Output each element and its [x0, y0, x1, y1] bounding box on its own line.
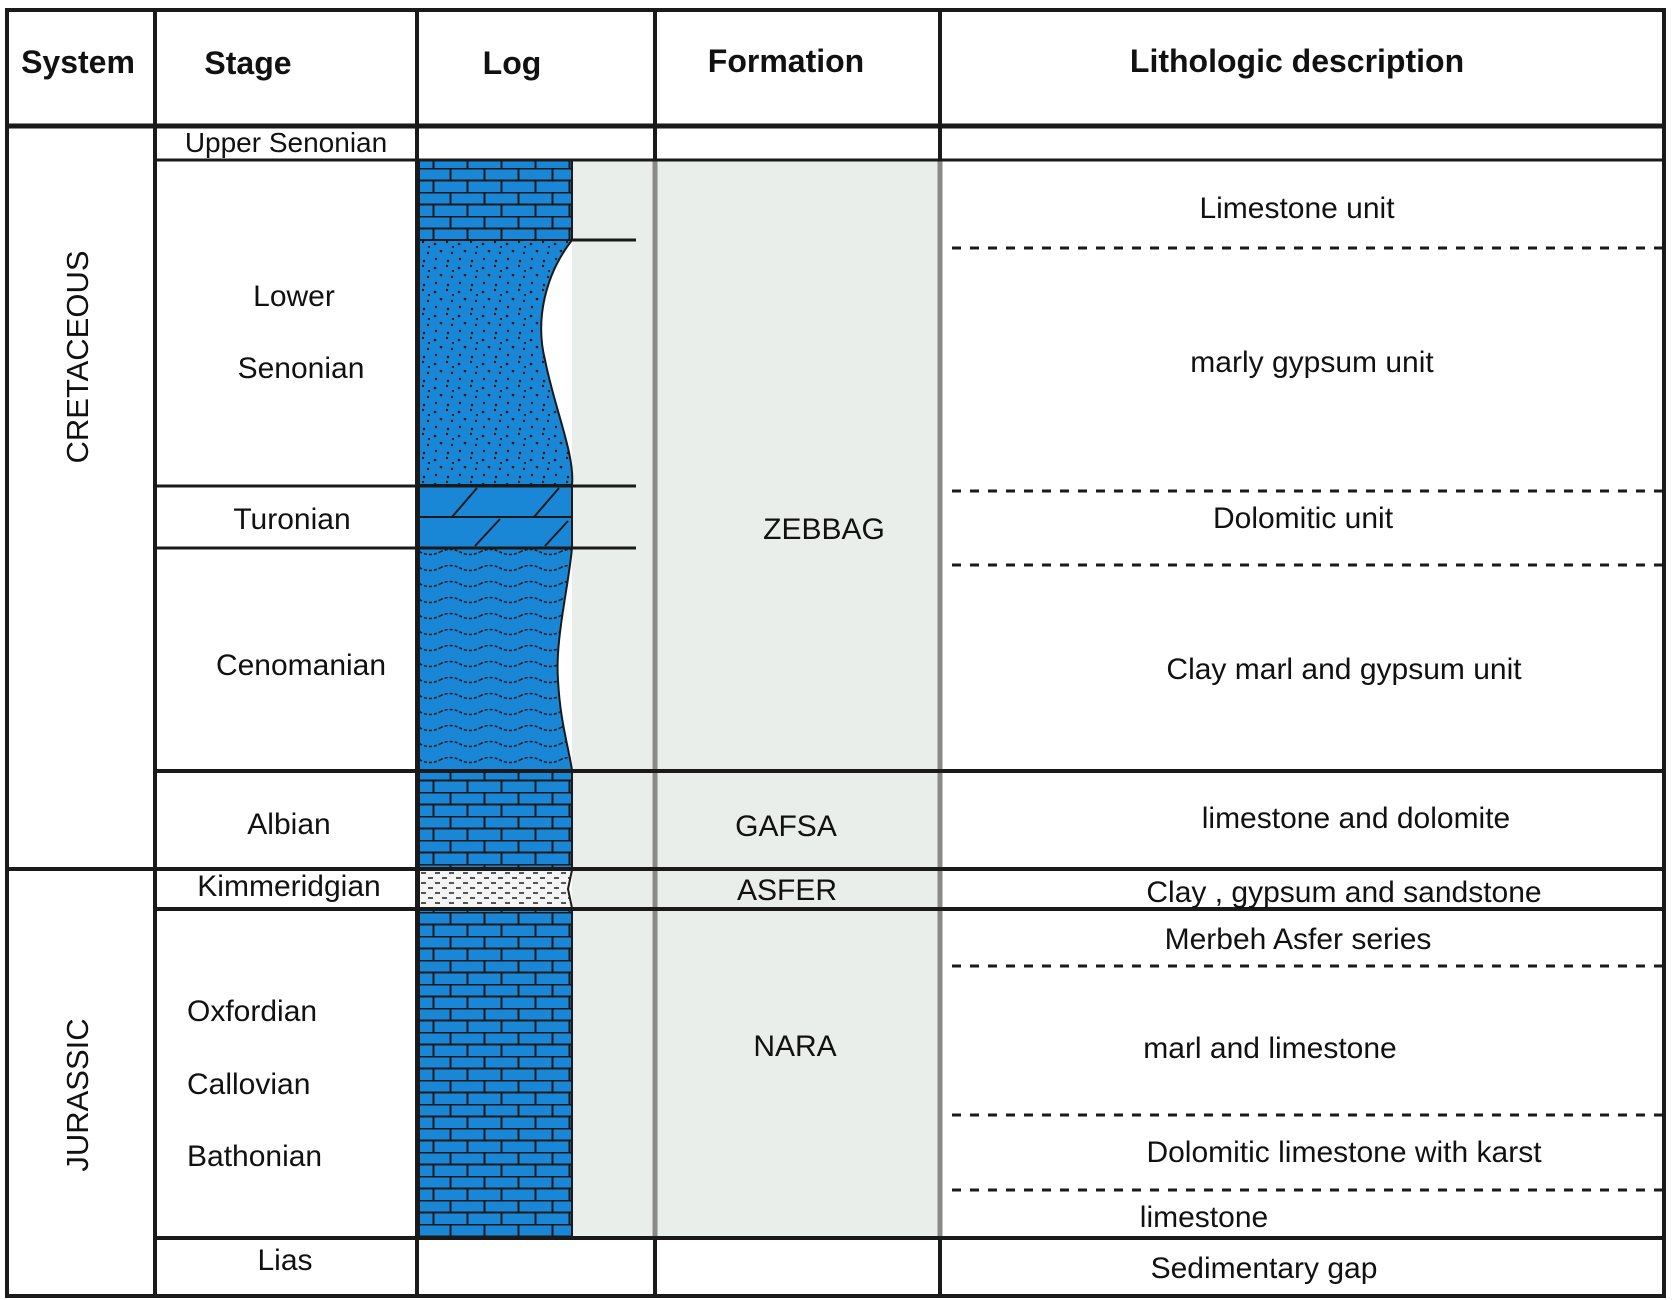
desc-clay-gypsum-sandstone: Clay , gypsum and sandstone [1146, 876, 1541, 909]
formation-column-fill [572, 160, 940, 1238]
desc-clay-marl-gypsum: Clay marl and gypsum unit [1166, 653, 1522, 686]
stage-lower: Lower [253, 280, 335, 313]
desc-limestone-dolomite: limestone and dolomite [1202, 802, 1511, 835]
system-jurassic: JURASSIC [60, 1018, 95, 1171]
stage-cenomanian: Cenomanian [216, 649, 386, 682]
log-sandstone [418, 869, 574, 909]
header-system: System [21, 44, 135, 80]
log-albian-limestone [418, 771, 573, 869]
desc-limestone: limestone [1140, 1201, 1268, 1234]
stage-albian: Albian [247, 808, 330, 841]
desc-merbeh-asfer: Merbeh Asfer series [1165, 923, 1432, 956]
dolomite-hatch [419, 487, 572, 547]
stage-kimmeridgian: Kimmeridgian [197, 870, 380, 903]
stage-lias: Lias [257, 1244, 312, 1277]
stage-oxfordian: Oxfordian [187, 995, 317, 1028]
log-clay-marl [418, 547, 574, 771]
log-limestone-upper [418, 159, 573, 241]
header-lithologic-description: Lithologic description [1130, 43, 1464, 79]
stage-bathonian: Bathonian [187, 1140, 322, 1173]
desc-marly-gypsum-unit: marly gypsum unit [1190, 346, 1434, 379]
header-formation: Formation [708, 43, 864, 79]
formation-zebbag: ZEBBAG [763, 513, 885, 546]
desc-limestone-unit: Limestone unit [1199, 192, 1395, 225]
desc-marl-limestone: marl and limestone [1143, 1032, 1396, 1065]
log-marly-gypsum [418, 239, 575, 486]
table-grid [5, 8, 1666, 1298]
desc-sedimentary-gap: Sedimentary gap [1151, 1252, 1378, 1285]
log-jurassic-limestone [418, 909, 573, 1239]
stage-turonian: Turonian [233, 503, 350, 536]
desc-dolomitic-unit: Dolomitic unit [1213, 502, 1394, 535]
formation-asfer: ASFER [737, 874, 837, 907]
formation-nara: NARA [753, 1030, 836, 1063]
stage-senonian: Senonian [238, 352, 365, 385]
desc-dolomitic-limestone-karst: Dolomitic limestone with karst [1146, 1136, 1542, 1169]
stage-upper-senonian: Upper Senonian [185, 127, 387, 158]
formation-gafsa: GAFSA [735, 810, 837, 843]
system-cretaceous: CRETACEOUS [60, 250, 95, 463]
stage-callovian: Callovian [187, 1068, 310, 1101]
header-stage: Stage [204, 45, 291, 81]
header-log: Log [483, 45, 542, 81]
